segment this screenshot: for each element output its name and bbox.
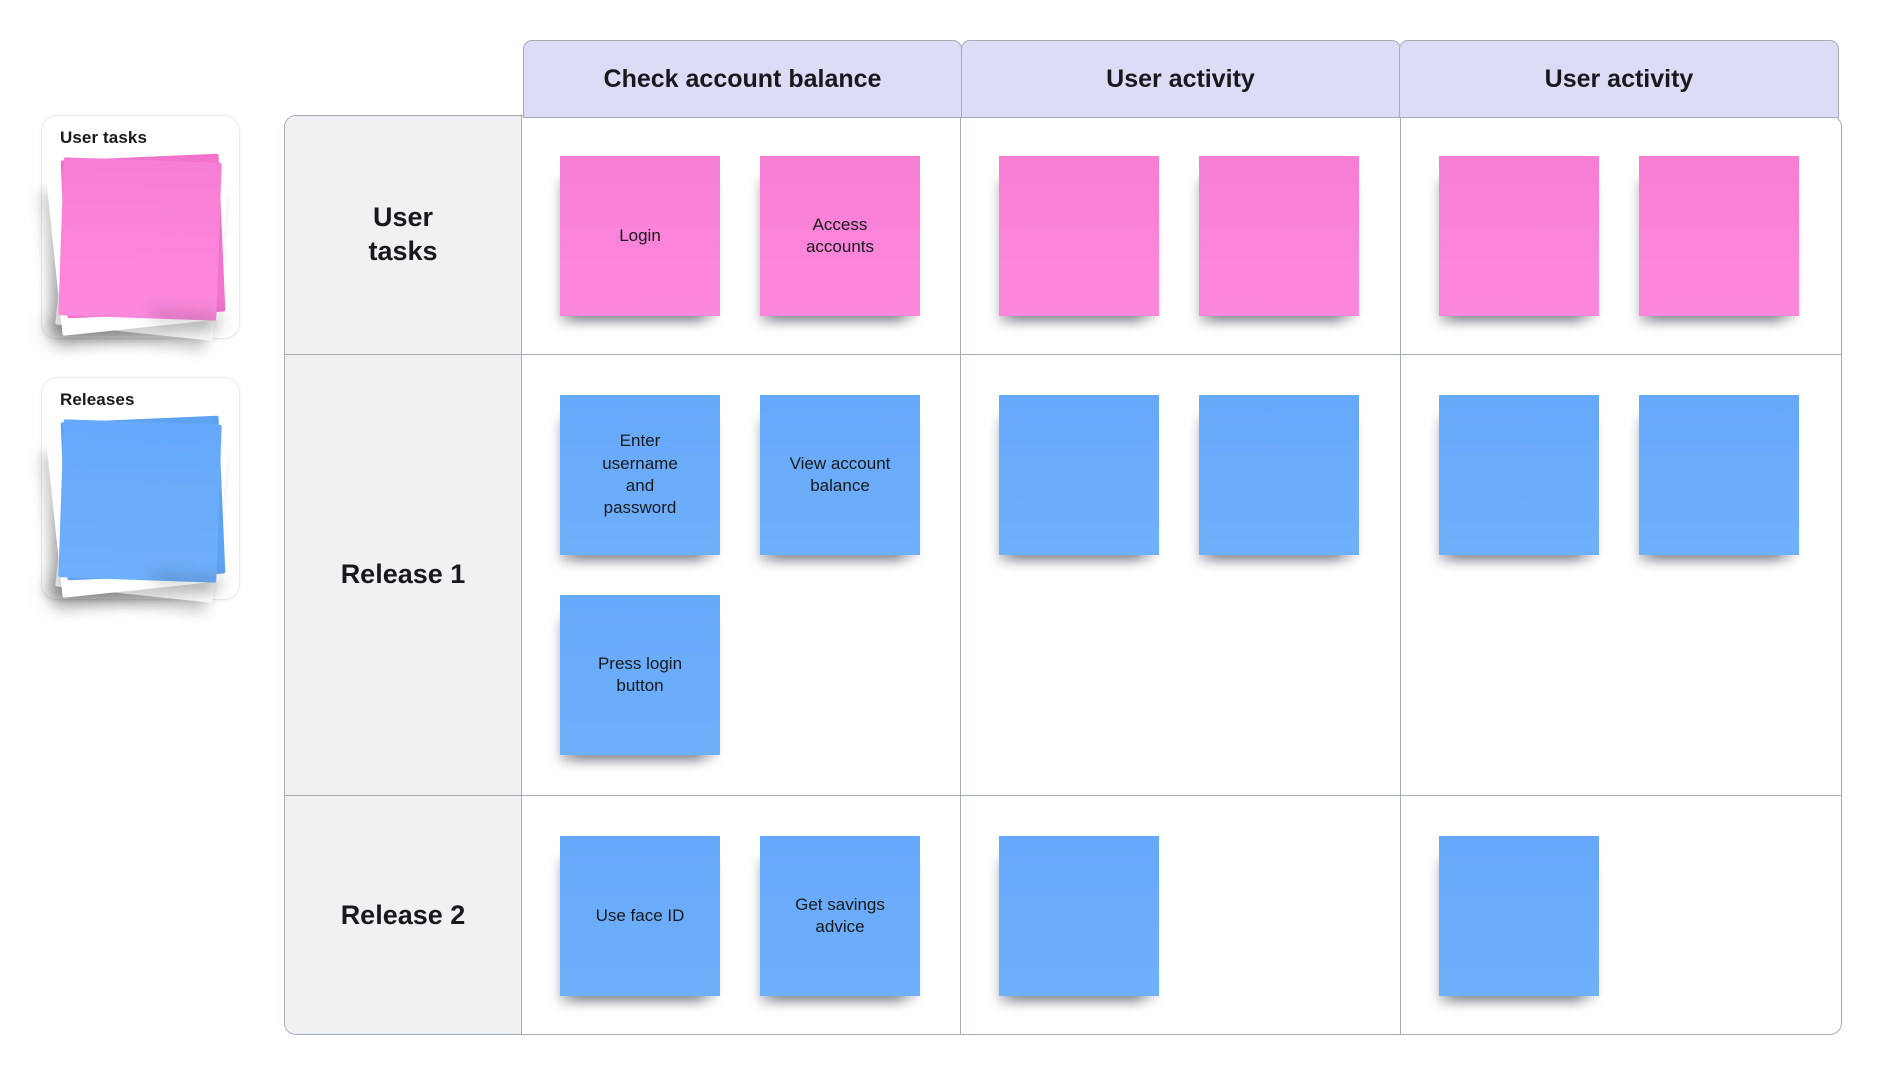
grid-cell: Login Access accounts: [522, 116, 961, 355]
grid-cell: [961, 355, 1401, 796]
sticky-note[interactable]: [999, 395, 1159, 555]
sticky-note[interactable]: Press login button: [560, 595, 720, 755]
sticky-note-text: View account balance: [789, 453, 891, 495]
sticky-note[interactable]: Use face ID: [560, 836, 720, 996]
sticky-note[interactable]: View account balance: [760, 395, 920, 555]
grid-cell: [1401, 355, 1841, 796]
stack-sheet-color-top: [58, 157, 222, 321]
sticky-note-text: Enter username and password: [602, 431, 678, 518]
row-label-release-2[interactable]: Release 2: [285, 796, 522, 1034]
row-label-user-tasks[interactable]: User tasks: [285, 116, 522, 355]
sticky-note-text: Use face ID: [595, 905, 685, 925]
sidebar-card-releases: Releases: [41, 377, 240, 603]
sidebar-card-user-tasks: User tasks: [41, 115, 240, 341]
grid-cell: Use face ID Get savings advice: [522, 796, 961, 1034]
sticky-note[interactable]: [999, 156, 1159, 316]
stack-sheet-color-top: [58, 419, 222, 583]
grid-cell: [961, 796, 1401, 1034]
sticky-note[interactable]: [1199, 156, 1359, 316]
sticky-note[interactable]: [1439, 156, 1599, 316]
sticky-note[interactable]: Login: [560, 156, 720, 316]
sticky-note-text: Get savings advice: [795, 894, 885, 936]
column-header-user-activity-1[interactable]: User activity: [960, 40, 1401, 118]
grid-cell: [1401, 116, 1841, 355]
sticky-note[interactable]: [1199, 395, 1359, 555]
sticky-note[interactable]: [1439, 395, 1599, 555]
grid-cell: Enter username and password View account …: [522, 355, 961, 796]
column-header-check-account-balance[interactable]: Check account balance: [523, 40, 962, 118]
sticky-note[interactable]: [1639, 395, 1799, 555]
sticky-note[interactable]: Access accounts: [760, 156, 920, 316]
releases-sticky-stack[interactable]: [46, 415, 229, 603]
sticky-note[interactable]: [999, 836, 1159, 996]
sticky-note[interactable]: Enter username and password: [560, 395, 720, 555]
sticky-note[interactable]: Get savings advice: [760, 836, 920, 996]
row-label-release-1[interactable]: Release 1: [285, 355, 522, 796]
grid-cell: [1401, 796, 1841, 1034]
story-map-grid: User tasks Login Access accounts Release …: [284, 115, 1842, 1035]
sticky-note-text: Access accounts: [805, 214, 875, 256]
grid-cell: [961, 116, 1401, 355]
sticky-note-text: Login: [619, 225, 661, 245]
sticky-note[interactable]: [1439, 836, 1599, 996]
sidebar-card-title: User tasks: [60, 128, 148, 147]
column-header-row: Check account balance User activity User…: [523, 40, 1839, 118]
sticky-note[interactable]: [1639, 156, 1799, 316]
column-header-user-activity-2[interactable]: User activity: [1399, 40, 1839, 118]
sidebar-card-title: Releases: [60, 390, 135, 409]
sticky-note-text: Press login button: [597, 653, 683, 695]
user-tasks-sticky-stack[interactable]: [46, 153, 229, 341]
